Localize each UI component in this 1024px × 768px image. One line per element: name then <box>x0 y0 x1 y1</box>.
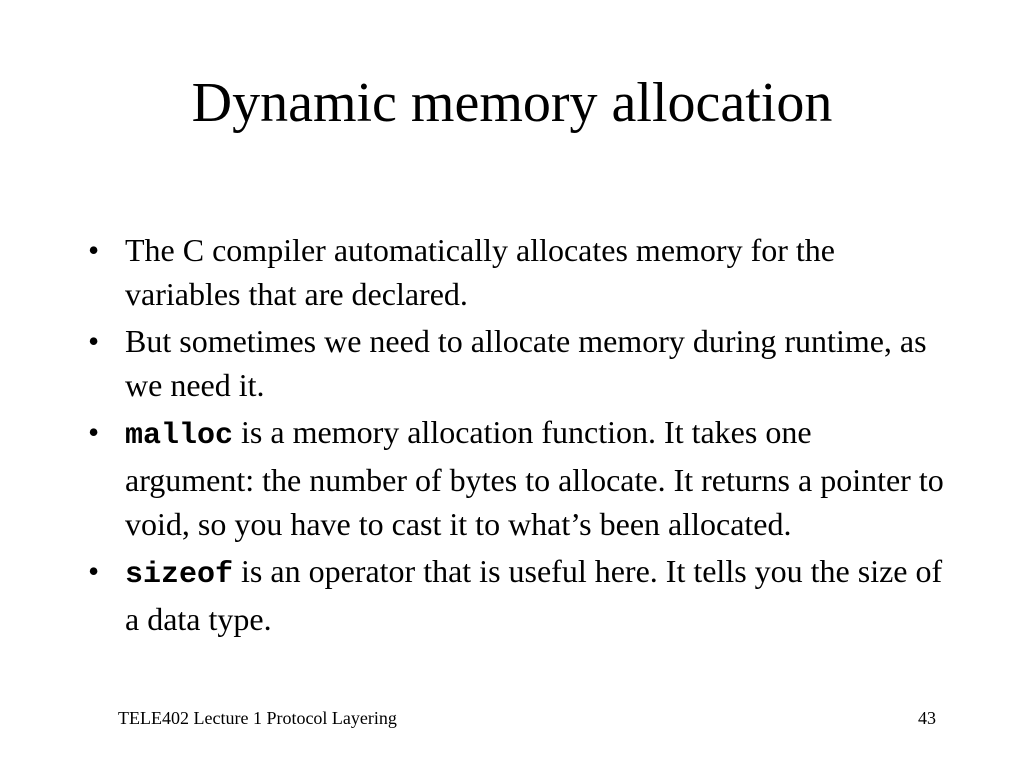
slide-title: Dynamic memory allocation <box>191 72 833 134</box>
footer-course-label: TELE402 Lecture 1 Protocol Layering <box>118 708 397 728</box>
code-keyword-malloc: malloc <box>125 419 234 453</box>
bullet-text: is an operator that is useful here. It t… <box>125 553 943 637</box>
bullet-icon: • <box>88 553 100 589</box>
bullet-list: • The C compiler automatically allocates … <box>88 228 948 644</box>
bullet-item: • malloc is a memory allocation function.… <box>88 410 948 546</box>
bullet-text: The C compiler automatically allocates m… <box>125 232 835 312</box>
bullet-icon: • <box>88 414 100 450</box>
bullet-icon: • <box>88 232 100 268</box>
bullet-item: • sizeof is an operator that is useful he… <box>88 549 948 641</box>
bullet-text: is a memory allocation function. It take… <box>125 414 944 542</box>
bullet-icon: • <box>88 323 100 359</box>
footer-page-number: 43 <box>918 708 936 728</box>
code-keyword-sizeof: sizeof <box>125 558 234 592</box>
bullet-item: • The C compiler automatically allocates … <box>88 228 948 316</box>
bullet-text: But sometimes we need to allocate memory… <box>125 323 927 403</box>
bullet-item: • But sometimes we need to allocate memor… <box>88 319 948 407</box>
